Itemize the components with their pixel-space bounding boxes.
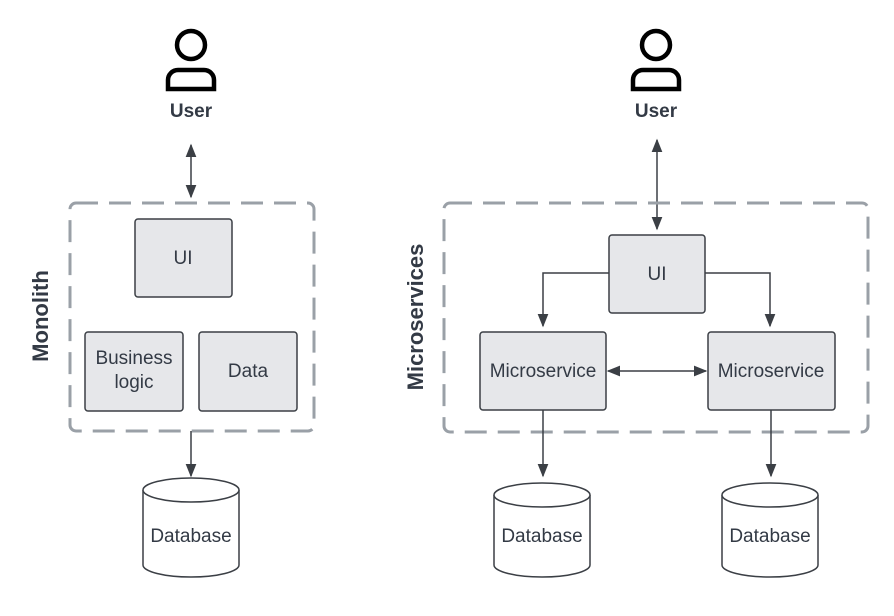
microservices-container-label: Microservices [403, 244, 428, 391]
ui-box [608, 234, 706, 314]
user-label: User [170, 101, 213, 122]
database-label: Database [150, 526, 231, 547]
monolith-container [68, 201, 316, 433]
ui-to-right-microservice-arrow [705, 272, 776, 328]
microservices-container [442, 201, 870, 434]
user-label: User [635, 101, 678, 122]
ui-box [134, 218, 233, 298]
business-logic-label-line1: Business [95, 348, 172, 369]
ui-box-label: UI [648, 264, 667, 285]
data-box-label: Data [228, 361, 269, 382]
database-cylinder [721, 482, 819, 578]
database-left-label: Database [501, 526, 582, 547]
microservice-left-label: Microservice [490, 361, 597, 382]
user-icon [630, 28, 682, 92]
database-cylinder [142, 477, 240, 578]
ui-box-label: UI [174, 248, 193, 269]
monolith-section: User Monolith UI Business logic Data Dat… [28, 28, 316, 578]
business-logic-box [84, 331, 184, 412]
database-right-label: Database [729, 526, 810, 547]
user-icon [165, 28, 217, 92]
database-cylinder [493, 482, 591, 578]
business-logic-label-line2: logic [114, 372, 153, 393]
ui-to-left-microservice-arrow [537, 272, 609, 328]
microservices-section: User Microservices UI Microservice Micro… [403, 28, 870, 578]
microservice-right-label: Microservice [718, 361, 825, 382]
data-box [198, 331, 298, 412]
monolith-container-label: Monolith [28, 270, 53, 362]
